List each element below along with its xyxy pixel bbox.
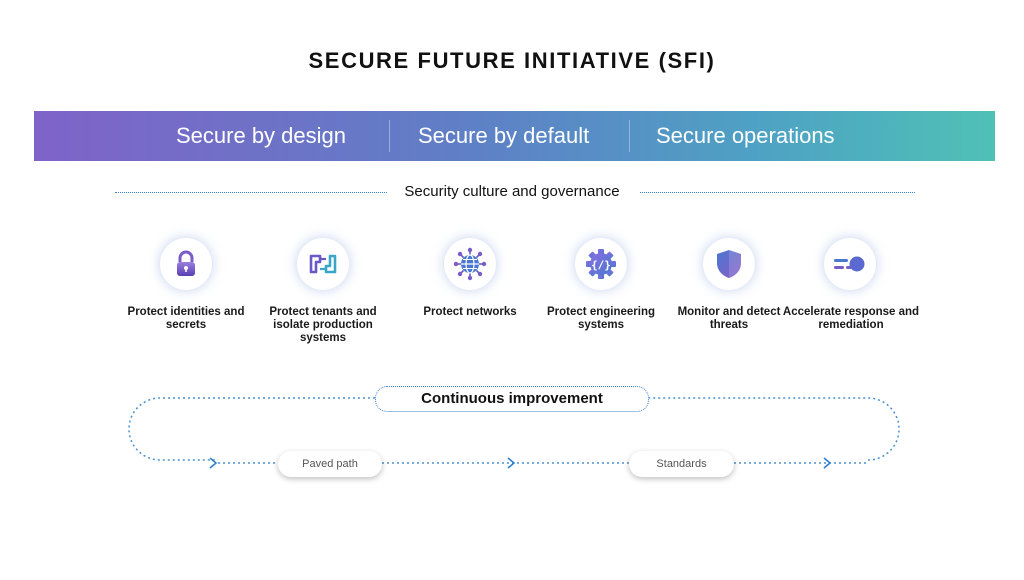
standards-pill: Standards — [629, 451, 734, 477]
pillar-secure-operations: Secure operations — [656, 123, 835, 148]
isolation-icon — [297, 238, 349, 290]
arrow-icon — [823, 457, 832, 469]
area-label-identities: Protect identities and secrets — [127, 306, 245, 331]
pillar-divider — [389, 120, 390, 152]
culture-divider-left — [115, 192, 387, 193]
arrow-icon — [209, 457, 218, 469]
area-label-response: Accelerate response and remediation — [782, 306, 920, 331]
gear-code-icon: {/} — [575, 238, 627, 290]
continuous-improvement-label: Continuous improvement — [375, 386, 649, 412]
culture-label: Security culture and governance — [0, 183, 1024, 200]
loop-path — [128, 397, 900, 464]
pillar-secure-by-design: Secure by design — [176, 123, 346, 148]
paved-path-pill: Paved path — [278, 451, 382, 477]
culture-divider-right — [640, 192, 915, 193]
speed-icon — [824, 238, 876, 290]
shield-icon — [703, 238, 755, 290]
pillars-banner: Secure by design Secure by default Secur… — [34, 111, 995, 161]
network-globe-icon — [444, 238, 496, 290]
arrow-icon — [507, 457, 516, 469]
area-label-engineering: Protect engineering systems — [547, 306, 655, 331]
lock-icon — [160, 238, 212, 290]
svg-text:{/}: {/} — [591, 259, 611, 272]
culture-text: Security culture and governance — [396, 183, 628, 200]
area-label-networks: Protect networks — [423, 306, 517, 318]
pillar-secure-by-default: Secure by default — [418, 123, 590, 148]
area-label-tenants: Protect tenants and isolate production s… — [269, 306, 377, 344]
page-title: SECURE FUTURE INITIATIVE (SFI) — [308, 48, 716, 73]
area-label-monitor: Monitor and detect threats — [677, 306, 781, 331]
pillar-divider — [629, 120, 630, 152]
